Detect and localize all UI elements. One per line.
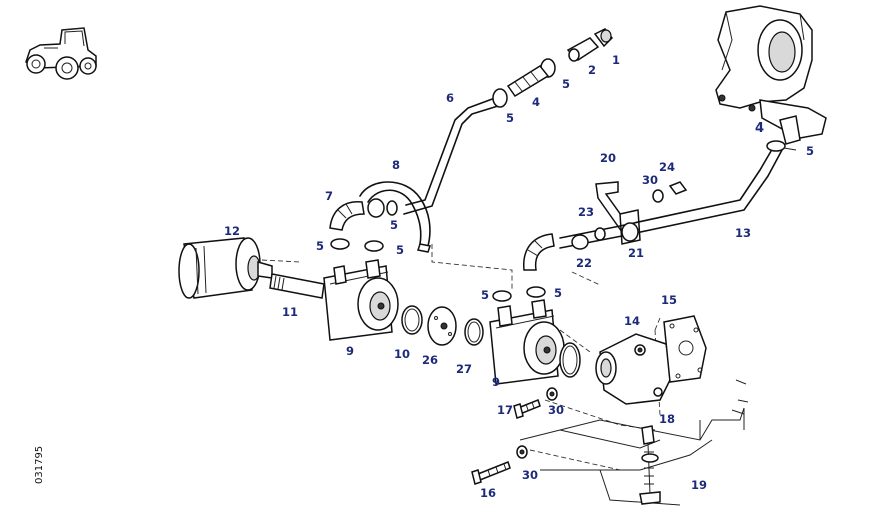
seal-set-left — [401, 305, 484, 346]
callout-24: 24 — [659, 160, 675, 174]
bolt-17 — [513, 399, 541, 419]
clamps-left — [330, 238, 384, 252]
small-fittings — [571, 181, 688, 250]
callout-9: 9 — [346, 344, 354, 358]
callout-5: 5 — [396, 243, 404, 257]
union-fittings — [492, 28, 613, 108]
callout-5: 5 — [554, 286, 562, 300]
callout-5: 5 — [806, 144, 814, 158]
oil-cooler-9-left — [323, 259, 399, 341]
callout-1: 1 — [612, 53, 620, 67]
tractor-icon — [25, 27, 97, 80]
callout-5: 5 — [562, 77, 570, 91]
callout-26: 26 — [422, 353, 438, 367]
hose-4 — [506, 65, 550, 98]
washer-30-low — [516, 445, 528, 459]
callout-12: 12 — [224, 224, 240, 238]
callout-18: 18 — [659, 412, 675, 426]
adapter-14 — [595, 333, 673, 405]
oil-cooler-9-right — [489, 299, 581, 385]
callout-20: 20 — [600, 151, 616, 165]
fitting-2 — [566, 37, 600, 62]
callout-19: 19 — [691, 478, 707, 492]
stud-18 — [639, 425, 661, 505]
clamps-right — [492, 286, 546, 302]
transmission-housing — [715, 5, 827, 145]
callout-11: 11 — [282, 305, 298, 319]
fitting-1 — [593, 28, 613, 48]
gasket-15 — [663, 315, 707, 383]
callout-30: 30 — [642, 173, 658, 187]
callout-16: 16 — [480, 486, 496, 500]
callout-5: 5 — [506, 111, 514, 125]
callout-21: 21 — [628, 246, 644, 260]
callout-labels: 1 2 5 4 5 6 8 7 5 5 5 12 11 9 10 26 27 9… — [224, 53, 814, 500]
nut-24 — [668, 181, 688, 195]
callout-15: 15 — [661, 293, 677, 307]
clamp-5b — [492, 88, 508, 108]
callout-10: 10 — [394, 347, 410, 361]
washer-30 — [652, 189, 664, 203]
washer-23 — [594, 227, 606, 241]
callout-22: 22 — [576, 256, 592, 270]
callout-5: 5 — [390, 218, 398, 232]
callout-8: 8 — [392, 158, 400, 172]
hose-8 — [359, 181, 431, 253]
callout-4: 4 — [755, 121, 764, 136]
callout-2: 2 — [588, 63, 596, 77]
tube-11 — [269, 273, 325, 299]
washer-30-mid — [546, 387, 558, 401]
callout-13: 13 — [735, 226, 751, 240]
elbow-hose-right — [523, 233, 555, 271]
bolt-16 — [471, 461, 511, 485]
callout-5: 5 — [316, 239, 324, 253]
callout-5: 5 — [481, 288, 489, 302]
filter-12 — [178, 237, 273, 299]
pipe-6 — [403, 97, 499, 215]
callout-27: 27 — [456, 362, 472, 376]
callout-9: 9 — [492, 375, 500, 389]
elbow-hose-7 — [329, 198, 398, 231]
callout-23: 23 — [578, 205, 594, 219]
nut-22 — [571, 234, 589, 250]
document-reference: 031795 — [34, 446, 45, 484]
callout-6: 6 — [446, 91, 454, 105]
callout-30: 30 — [548, 403, 564, 417]
clip-21 — [621, 222, 639, 242]
callout-17: 17 — [497, 403, 513, 417]
callout-30: 30 — [522, 468, 538, 482]
callout-4: 4 — [532, 95, 540, 109]
clamp-5-right — [766, 140, 797, 152]
callout-14: 14 — [624, 314, 640, 328]
callout-7: 7 — [325, 189, 333, 203]
